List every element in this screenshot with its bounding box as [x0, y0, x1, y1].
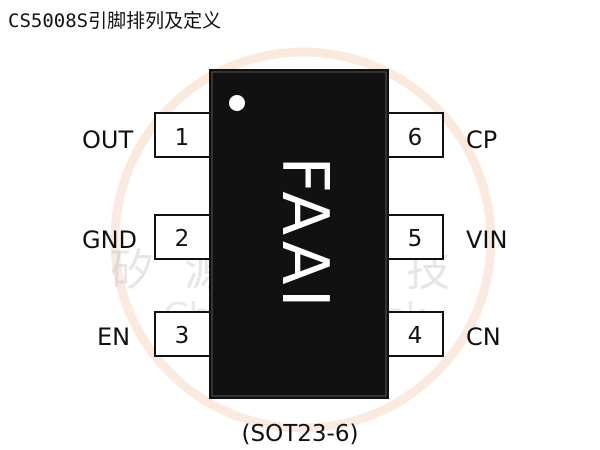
pin-4-name: CN: [466, 323, 501, 351]
pin-6-number: 6: [408, 125, 423, 151]
pin-1-number: 1: [175, 125, 190, 151]
pin1-dot: [229, 95, 245, 111]
chip-marking: FAAI: [267, 156, 341, 311]
pin-3-name: EN: [97, 323, 131, 351]
pin-2-number: 2: [175, 226, 190, 252]
chip-body: FAAI: [209, 69, 389, 399]
pin-3-number: 3: [175, 323, 190, 349]
pin-2-name: GND: [82, 226, 138, 254]
pin-3: 3: [154, 311, 211, 357]
pin-5: 5: [387, 214, 444, 260]
pin-1-name: OUT: [82, 126, 134, 154]
pin-6-name: CP: [466, 126, 498, 154]
page-title: CS5008S引脚排列及定义: [8, 10, 222, 32]
pin-4-number: 4: [408, 323, 423, 349]
pin-5-number: 5: [408, 226, 423, 252]
pin-6: 6: [387, 112, 444, 158]
pin-4: 4: [387, 311, 444, 357]
pin-5-name: VIN: [466, 226, 508, 254]
pin-1: 1: [154, 112, 211, 158]
pin-2: 2: [154, 214, 211, 260]
package-label: (SOT23-6): [241, 421, 359, 447]
